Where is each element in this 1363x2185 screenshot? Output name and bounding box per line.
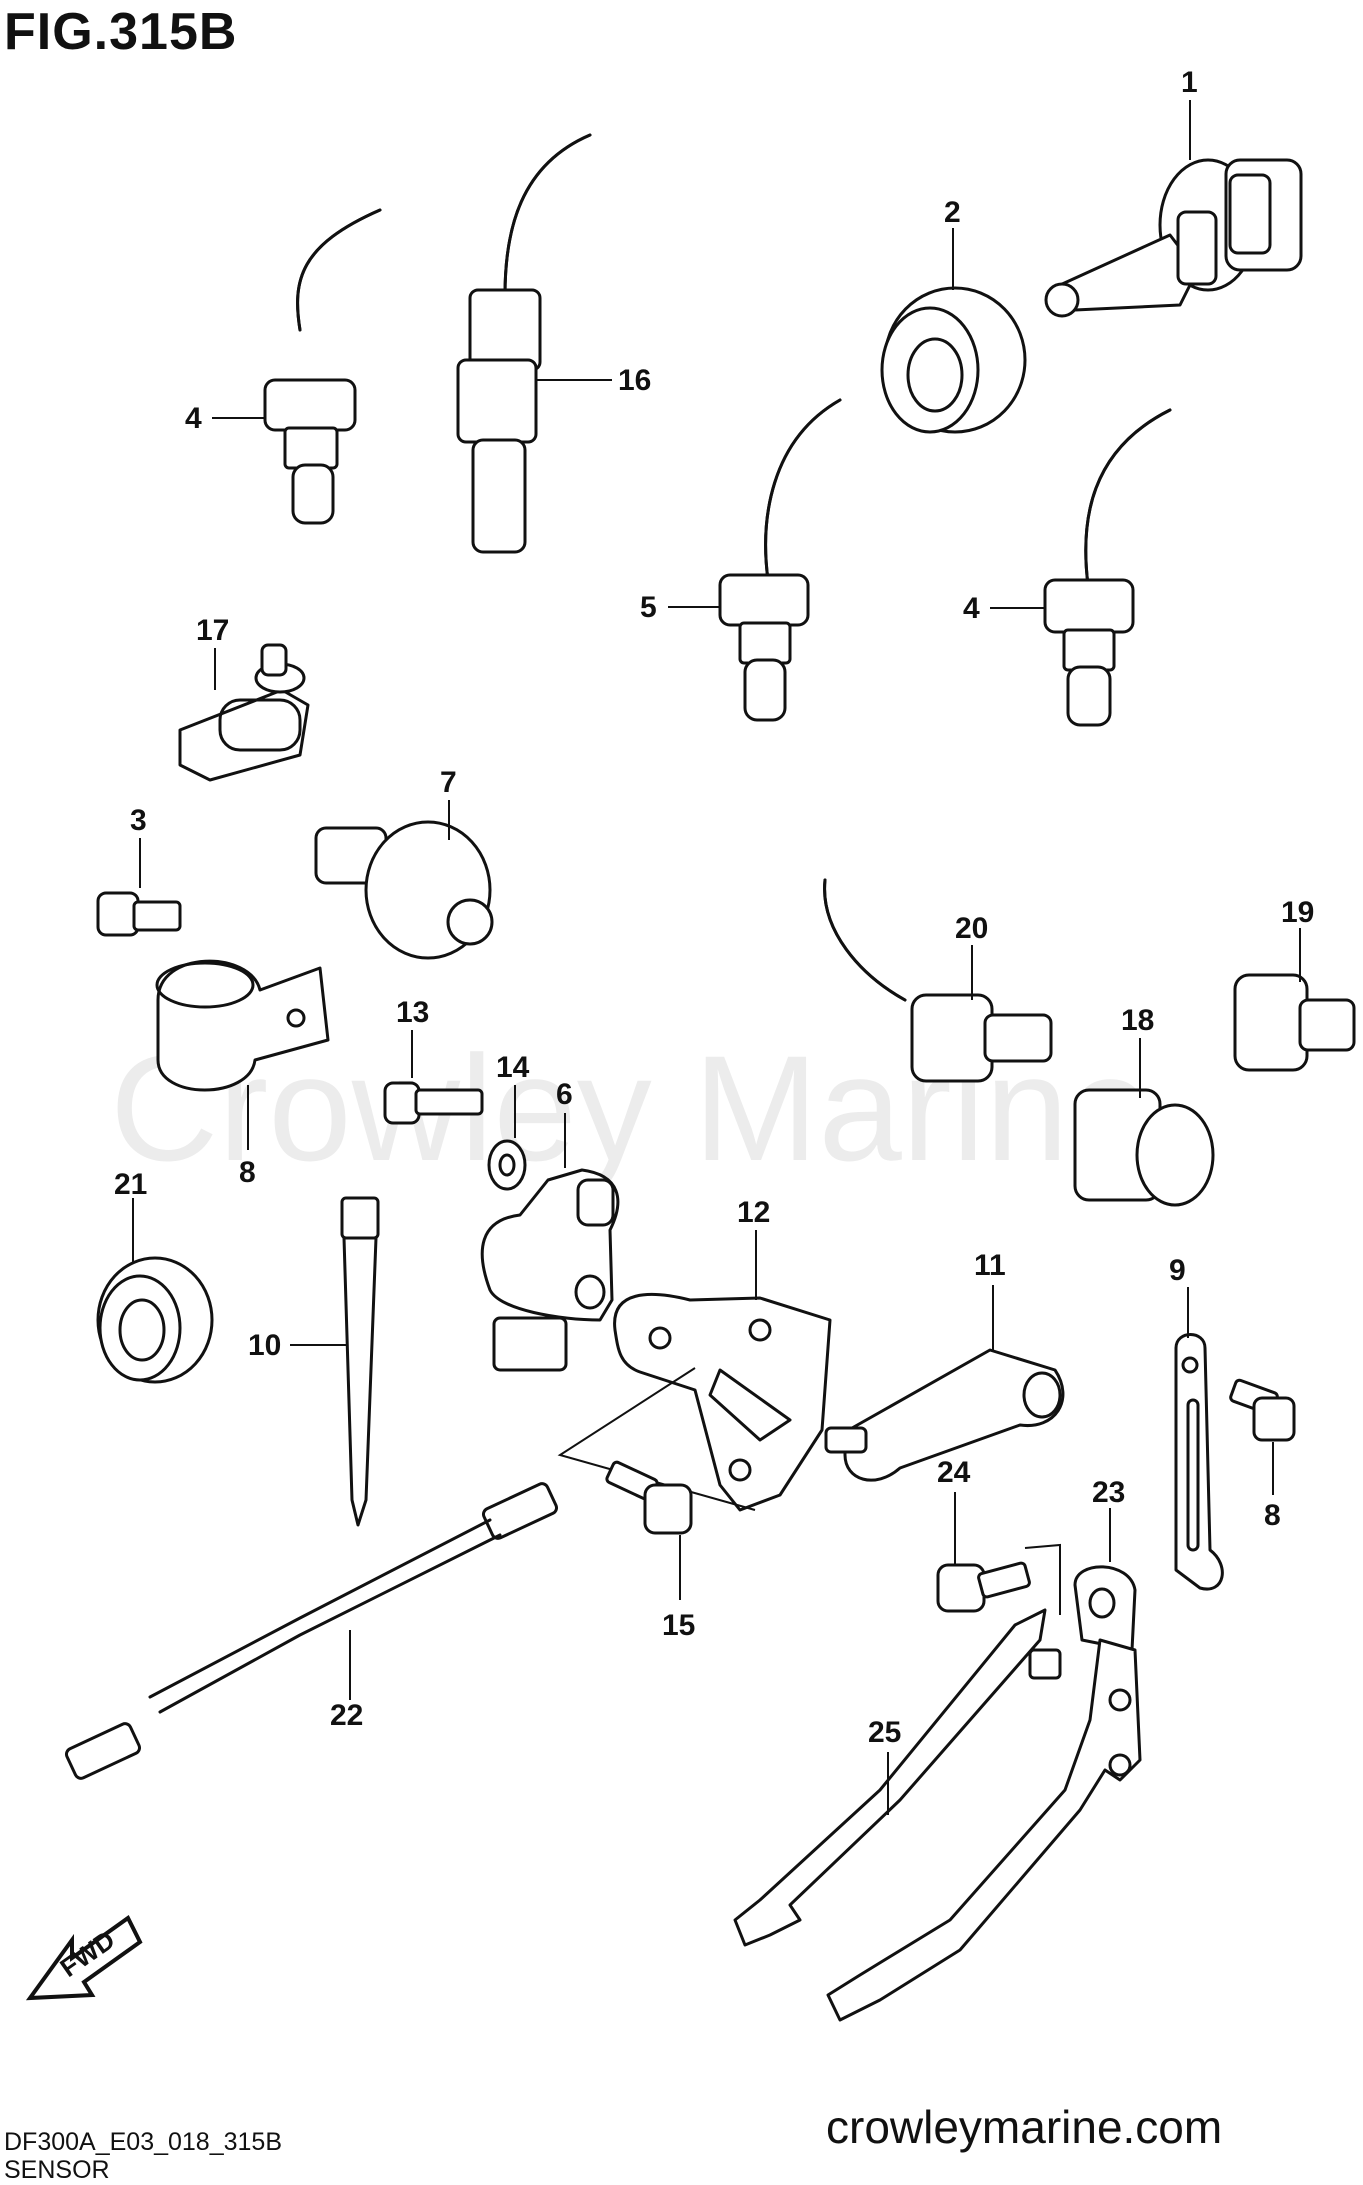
callout-10: 9 bbox=[1169, 1254, 1189, 1338]
part-18-clip[interactable] bbox=[178, 643, 310, 782]
callout-15: 14 bbox=[496, 1051, 530, 1138]
callout-2: 2 bbox=[944, 196, 961, 290]
callout-17: 16 bbox=[536, 364, 651, 397]
part-24-plate[interactable] bbox=[1073, 1565, 1137, 1652]
part-5-temp-sensor[interactable] bbox=[718, 398, 842, 722]
part-23-wire-harness[interactable] bbox=[64, 1482, 559, 1781]
svg-text:22: 22 bbox=[330, 1699, 363, 1732]
callout-23: 22 bbox=[330, 1630, 363, 1732]
part-16-bolt[interactable] bbox=[605, 1460, 693, 1535]
svg-text:8: 8 bbox=[239, 1156, 256, 1189]
callout-4b: 4 bbox=[963, 592, 1045, 625]
part-3-bolt[interactable] bbox=[96, 891, 182, 937]
callout-18: 17 bbox=[196, 614, 229, 690]
part-21-sensor[interactable] bbox=[823, 878, 1053, 1083]
svg-text:14: 14 bbox=[496, 1051, 530, 1084]
part-17-oxygen-sensor[interactable] bbox=[456, 133, 592, 554]
svg-text:25: 25 bbox=[868, 1716, 901, 1749]
svg-text:12: 12 bbox=[737, 1196, 770, 1229]
svg-text:5: 5 bbox=[640, 591, 657, 624]
svg-text:17: 17 bbox=[196, 614, 229, 647]
callout-4a: 4 bbox=[185, 402, 265, 435]
svg-text:4: 4 bbox=[185, 402, 202, 435]
part-7-pressure-sensor[interactable] bbox=[314, 820, 494, 960]
svg-text:6: 6 bbox=[556, 1078, 573, 1111]
callout-20: 19 bbox=[1281, 896, 1314, 982]
part-14-bolt[interactable] bbox=[383, 1081, 484, 1125]
callout-24: 23 bbox=[1092, 1476, 1125, 1562]
svg-text:21: 21 bbox=[114, 1168, 147, 1201]
callout-22: 21 bbox=[114, 1168, 147, 1262]
part-2-grommet[interactable] bbox=[880, 286, 1027, 434]
callout-26: 25 bbox=[868, 1716, 901, 1815]
part-15-washer[interactable] bbox=[487, 1139, 527, 1191]
callout-19: 18 bbox=[1121, 1004, 1154, 1098]
callout-6: 6 bbox=[556, 1078, 573, 1168]
svg-text:24: 24 bbox=[937, 1456, 971, 1489]
callout-7: 7 bbox=[440, 766, 457, 840]
svg-text:10: 10 bbox=[248, 1329, 281, 1362]
svg-text:1: 1 bbox=[1181, 66, 1198, 99]
callout-5: 5 bbox=[640, 591, 720, 624]
part-26-lever[interactable] bbox=[733, 1608, 1142, 2022]
callout-16: 15 bbox=[662, 1535, 695, 1642]
svg-text:19: 19 bbox=[1281, 896, 1314, 929]
svg-text:4: 4 bbox=[963, 592, 980, 625]
part-20-plug[interactable] bbox=[1233, 973, 1356, 1072]
callout-8: 7 8 bbox=[1264, 1442, 1281, 1532]
part-25-bolt[interactable] bbox=[936, 1561, 1031, 1613]
svg-text:23: 23 bbox=[1092, 1476, 1125, 1509]
callout-9: 8 bbox=[239, 1085, 256, 1189]
svg-text:3: 3 bbox=[130, 804, 147, 837]
drawing-code: DF300A_E03_018_315B bbox=[4, 2128, 283, 2156]
svg-text:11: 11 bbox=[974, 1249, 1006, 1282]
part-8-bolt[interactable] bbox=[1229, 1378, 1296, 1442]
part-4-temp-sensor-right[interactable] bbox=[1043, 408, 1172, 727]
callout-21: 20 bbox=[955, 912, 988, 1000]
callout-12: 11 bbox=[974, 1249, 1006, 1352]
part-10-band[interactable] bbox=[1174, 1333, 1224, 1591]
part-6-position-sensor[interactable] bbox=[480, 1168, 620, 1372]
fwd-arrow-icon: FWD bbox=[25, 1915, 143, 2001]
part-11-cable-tie[interactable] bbox=[340, 1196, 380, 1527]
svg-text:13: 13 bbox=[396, 996, 429, 1029]
svg-text:16: 16 bbox=[618, 364, 651, 397]
svg-text:15: 15 bbox=[662, 1609, 695, 1642]
callout-14: 13 bbox=[396, 996, 429, 1078]
section-name: SENSOR bbox=[4, 2156, 110, 2184]
part-9-clamp[interactable] bbox=[155, 959, 330, 1092]
part-12-link-arm[interactable] bbox=[824, 1348, 1065, 1482]
callout-1: 1 bbox=[1181, 66, 1198, 160]
svg-text:2: 2 bbox=[944, 196, 961, 229]
svg-text:7: 7 bbox=[440, 766, 457, 799]
part-4-temp-sensor[interactable] bbox=[263, 208, 382, 525]
svg-text:9: 9 bbox=[1169, 1254, 1186, 1287]
figure-title: FIG.315B bbox=[4, 3, 238, 61]
part-1-sensor[interactable] bbox=[1044, 158, 1303, 318]
svg-text:18: 18 bbox=[1121, 1004, 1154, 1037]
part-13-bracket[interactable] bbox=[613, 1292, 832, 1512]
part-19-nut[interactable] bbox=[1073, 1088, 1215, 1207]
svg-text:20: 20 bbox=[955, 912, 988, 945]
site-url[interactable]: crowleymarine.com bbox=[826, 2101, 1223, 2153]
part-22-grommet[interactable] bbox=[96, 1256, 214, 1384]
callout-25: 24 bbox=[937, 1456, 1061, 1615]
callout-8-label: 8 bbox=[1264, 1499, 1281, 1532]
callout-3: 3 bbox=[130, 804, 147, 888]
callout-11: 10 bbox=[248, 1329, 346, 1362]
